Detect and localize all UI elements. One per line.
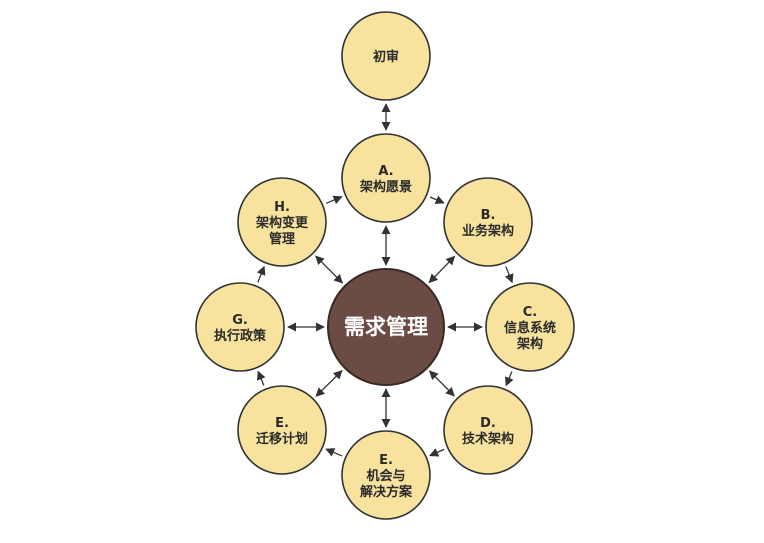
node-label-D-line-1: 技术架构 [462, 431, 514, 447]
hub-node: 需求管理 [327, 268, 445, 386]
hub-circle [327, 268, 445, 386]
node-label-C-line-1: 信息系统 [504, 320, 556, 336]
edge-hub-to-D [428, 370, 455, 397]
edges-layer [256, 103, 514, 457]
node-prelim: 初审 [341, 11, 431, 101]
node-label-G-line-1: 执行政策 [214, 328, 267, 344]
node-label-H-line-1: 架构变更 [255, 215, 309, 231]
node-label-C-line-2: 架构 [516, 336, 543, 352]
node-label-H-line-2: 管理 [269, 231, 295, 247]
node-circle-E-opp [341, 430, 431, 520]
node-label-B-line-0: B. [481, 208, 496, 223]
edge-E-opp-to-E-mig [325, 448, 343, 457]
edge-hub-to-H [315, 255, 344, 284]
node-circle-prelim [341, 11, 431, 101]
edge-hub-to-B [428, 255, 456, 284]
node-label-A-line-0: A. [378, 164, 393, 179]
node-circle-G [195, 282, 285, 372]
node-label-E-opp-line-0: E. [379, 453, 393, 468]
edge-B-to-C [504, 266, 514, 284]
node-label-B-line-1: 业务架构 [462, 223, 514, 239]
edge-E-mig-to-G [257, 370, 266, 386]
edge-A-to-B [429, 195, 445, 204]
node-E-mig: E.迁移计划 [237, 385, 327, 475]
node-circle-E-mig [237, 385, 327, 475]
node-label-E-mig-line-1: 迁移计划 [256, 431, 308, 447]
node-B: B.业务架构 [443, 177, 533, 267]
node-label-C-line-0: C. [523, 305, 537, 320]
node-label-A-line-1: 架构愿景 [359, 179, 412, 195]
node-label-E-mig-line-0: E. [275, 416, 289, 431]
node-D: D.技术架构 [443, 385, 533, 475]
node-circle-A [341, 133, 431, 223]
edge-G-to-H [256, 265, 266, 283]
node-circle-C [485, 282, 575, 372]
node-G: G.执行政策 [195, 282, 285, 372]
hub-label: 需求管理 [344, 315, 428, 339]
node-circle-H [237, 177, 327, 267]
node-label-H-line-0: H. [274, 200, 290, 215]
nodes-layer: 需求管理初审A.架构愿景B.业务架构C.信息系统架构D.技术架构E.机会与解决方… [195, 11, 575, 520]
node-circle-D [443, 385, 533, 475]
node-label-D-line-0: D. [480, 416, 496, 431]
node-label-E-opp-line-2: 解决方案 [359, 484, 413, 500]
edge-C-to-D [505, 371, 514, 387]
node-label-E-opp-line-1: 机会与 [366, 468, 405, 484]
edge-hub-to-E-mig [315, 369, 343, 397]
node-label-G-line-0: G. [232, 313, 248, 328]
node-label-prelim-line-0: 初审 [373, 49, 399, 65]
edge-D-to-E-opp [429, 448, 445, 457]
edge-H-to-A [325, 195, 343, 205]
node-A: A.架构愿景 [341, 133, 431, 223]
node-circle-B [443, 177, 533, 267]
